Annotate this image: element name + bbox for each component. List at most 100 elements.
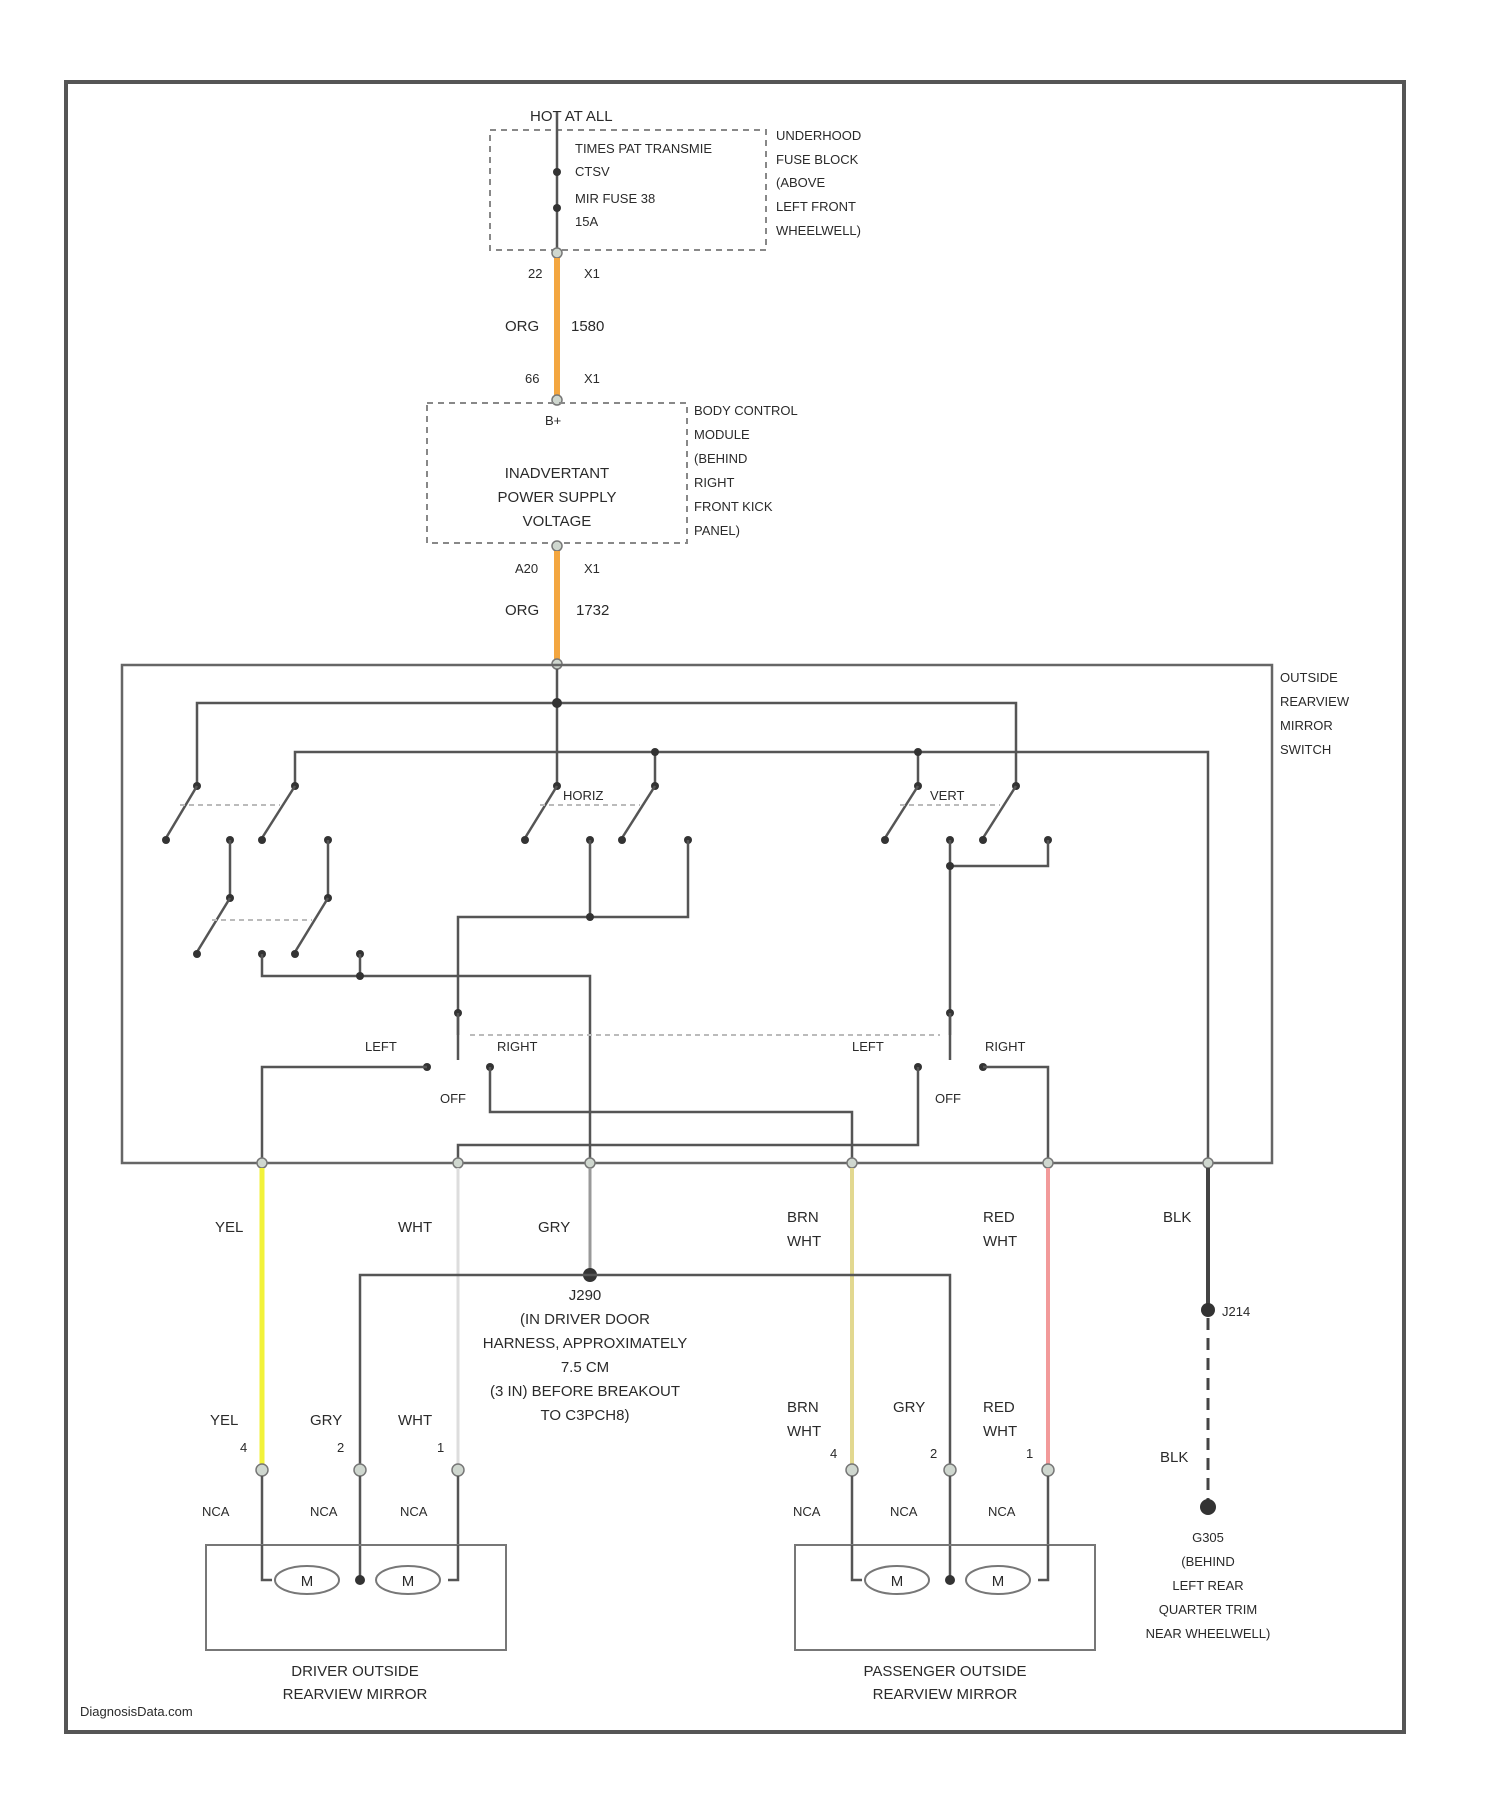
fuse-label: MIR FUSE 38: [575, 191, 655, 206]
svg-text:WHEELWELL): WHEELWELL): [776, 223, 861, 238]
wire2-left-pin: A20: [515, 561, 538, 576]
pass-brn-wht-label: WHT: [787, 1423, 821, 1440]
svg-text:TO C3PCH8): TO C3PCH8): [541, 1407, 630, 1424]
svg-text:7.5 CM: 7.5 CM: [561, 1359, 609, 1376]
yel-label: YEL: [215, 1219, 243, 1236]
fuse-amp-label: 15A: [575, 214, 598, 229]
svg-text:REARVIEW MIRROR: REARVIEW MIRROR: [873, 1686, 1018, 1703]
bcm-left-pin: 66: [525, 371, 539, 386]
diagram-frame: [66, 82, 1404, 1732]
pass-nca-1: NCA: [793, 1504, 821, 1519]
svg-text:PANEL): PANEL): [694, 523, 740, 538]
svg-text:FUSE BLOCK: FUSE BLOCK: [776, 152, 859, 167]
splice-j290: J290 (IN DRIVER DOOR HARNESS, APPROXIMAT…: [483, 1287, 688, 1424]
wire1-color: ORG: [505, 318, 539, 335]
driver-yel-label: YEL: [210, 1412, 238, 1429]
driver-nca-2: NCA: [310, 1504, 338, 1519]
mirror-switch-box: [122, 665, 1272, 1163]
pass-red-pin: 1: [1026, 1446, 1033, 1461]
ctsv-label: CTSV: [575, 164, 610, 179]
pass-nca-2: NCA: [890, 1504, 918, 1519]
svg-text:FRONT KICK: FRONT KICK: [694, 499, 773, 514]
blk-label: BLK: [1163, 1209, 1191, 1226]
selector2-left: LEFT: [852, 1039, 884, 1054]
bcm-right-pin: X1: [584, 371, 600, 386]
j214-label: J214: [1222, 1304, 1250, 1319]
pass-red-label: RED: [983, 1399, 1015, 1416]
passenger-motor-1: M: [865, 1566, 929, 1594]
pass-gry-label: GRY: [893, 1399, 925, 1416]
svg-text:LEFT REAR: LEFT REAR: [1172, 1578, 1243, 1593]
svg-text:(IN DRIVER DOOR: (IN DRIVER DOOR: [520, 1311, 650, 1328]
underhood-label: UNDERHOOD FUSE BLOCK (ABOVE LEFT FRONT W…: [776, 128, 861, 238]
svg-text:(ABOVE: (ABOVE: [776, 175, 825, 190]
svg-text:PASSENGER OUTSIDE: PASSENGER OUTSIDE: [863, 1663, 1026, 1680]
svg-text:REARVIEW MIRROR: REARVIEW MIRROR: [283, 1686, 428, 1703]
mirror-switch-label: OUTSIDE REARVIEW MIRROR SWITCH: [1280, 670, 1350, 757]
driver-wht-pin: 1: [437, 1440, 444, 1455]
svg-text:SWITCH: SWITCH: [1280, 742, 1331, 757]
svg-text:LEFT FRONT: LEFT FRONT: [776, 199, 856, 214]
driver-yel-pin: 4: [240, 1440, 247, 1455]
wire1-left-pin: 22: [528, 266, 542, 281]
svg-text:J290: J290: [569, 1287, 602, 1304]
svg-text:RIGHT: RIGHT: [694, 475, 735, 490]
wire2-circuit: 1732: [576, 602, 609, 619]
brn-label: BRN: [787, 1209, 819, 1226]
brn-wht-label: WHT: [787, 1233, 821, 1250]
pass-gry-pin: 2: [930, 1446, 937, 1461]
watermark: DiagnosisData.com: [80, 1704, 193, 1719]
wire1-right-pin: X1: [584, 266, 600, 281]
driver-mirror-label: DRIVER OUTSIDE REARVIEW MIRROR: [283, 1663, 428, 1703]
svg-text:M: M: [402, 1573, 415, 1590]
ground-symbol: [1200, 1499, 1216, 1515]
ground-label: G305 (BEHIND LEFT REAR QUARTER TRIM NEAR…: [1146, 1530, 1271, 1641]
driver-nca-3: NCA: [400, 1504, 428, 1519]
driver-gry-pin: 2: [337, 1440, 344, 1455]
svg-text:POWER SUPPLY: POWER SUPPLY: [498, 489, 617, 506]
hot-at-all-label: HOT AT ALL: [530, 108, 613, 125]
red-wht-label: WHT: [983, 1233, 1017, 1250]
driver-nca-1: NCA: [202, 1504, 230, 1519]
svg-text:HARNESS, APPROXIMATELY: HARNESS, APPROXIMATELY: [483, 1335, 688, 1352]
pass-nca-3: NCA: [988, 1504, 1016, 1519]
bcm-inside-label: INADVERTANT POWER SUPPLY VOLTAGE: [498, 465, 617, 530]
vert-label: VERT: [930, 788, 964, 803]
driver-motor-1: M: [275, 1566, 339, 1594]
svg-text:M: M: [891, 1573, 904, 1590]
driver-gry-label: GRY: [310, 1412, 342, 1429]
bcm-label: BODY CONTROL MODULE (BEHIND RIGHT FRONT …: [694, 403, 798, 538]
bcm-bplus: B+: [545, 413, 561, 428]
svg-text:M: M: [992, 1573, 1005, 1590]
svg-text:M: M: [301, 1573, 314, 1590]
svg-text:OUTSIDE: OUTSIDE: [1280, 670, 1338, 685]
driver-motor-2: M: [376, 1566, 440, 1594]
passenger-mirror-label: PASSENGER OUTSIDE REARVIEW MIRROR: [863, 1663, 1026, 1703]
red-label: RED: [983, 1209, 1015, 1226]
pass-brn-pin: 4: [830, 1446, 837, 1461]
svg-text:BODY CONTROL: BODY CONTROL: [694, 403, 798, 418]
svg-text:DRIVER OUTSIDE: DRIVER OUTSIDE: [291, 1663, 419, 1680]
svg-text:G305: G305: [1192, 1530, 1224, 1545]
svg-text:REARVIEW: REARVIEW: [1280, 694, 1350, 709]
svg-text:NEAR WHEELWELL): NEAR WHEELWELL): [1146, 1626, 1271, 1641]
selector1-left: LEFT: [365, 1039, 397, 1054]
selector1-right: RIGHT: [497, 1039, 538, 1054]
svg-text:(BEHIND: (BEHIND: [694, 451, 747, 466]
svg-text:MIRROR: MIRROR: [1280, 718, 1333, 733]
svg-text:MODULE: MODULE: [694, 427, 750, 442]
horiz-label: HORIZ: [563, 788, 604, 803]
svg-text:QUARTER TRIM: QUARTER TRIM: [1159, 1602, 1257, 1617]
wht-label: WHT: [398, 1219, 432, 1236]
svg-text:UNDERHOOD: UNDERHOOD: [776, 128, 861, 143]
svg-text:VOLTAGE: VOLTAGE: [523, 513, 592, 530]
pass-brn-label: BRN: [787, 1399, 819, 1416]
gry-label: GRY: [538, 1219, 570, 1236]
passenger-mirror-box: [795, 1545, 1095, 1650]
wire2-right-pin: X1: [584, 561, 600, 576]
svg-text:(BEHIND: (BEHIND: [1181, 1554, 1234, 1569]
pass-red-wht-label: WHT: [983, 1423, 1017, 1440]
passenger-motor-2: M: [966, 1566, 1030, 1594]
driver-mirror-box: [206, 1545, 506, 1650]
